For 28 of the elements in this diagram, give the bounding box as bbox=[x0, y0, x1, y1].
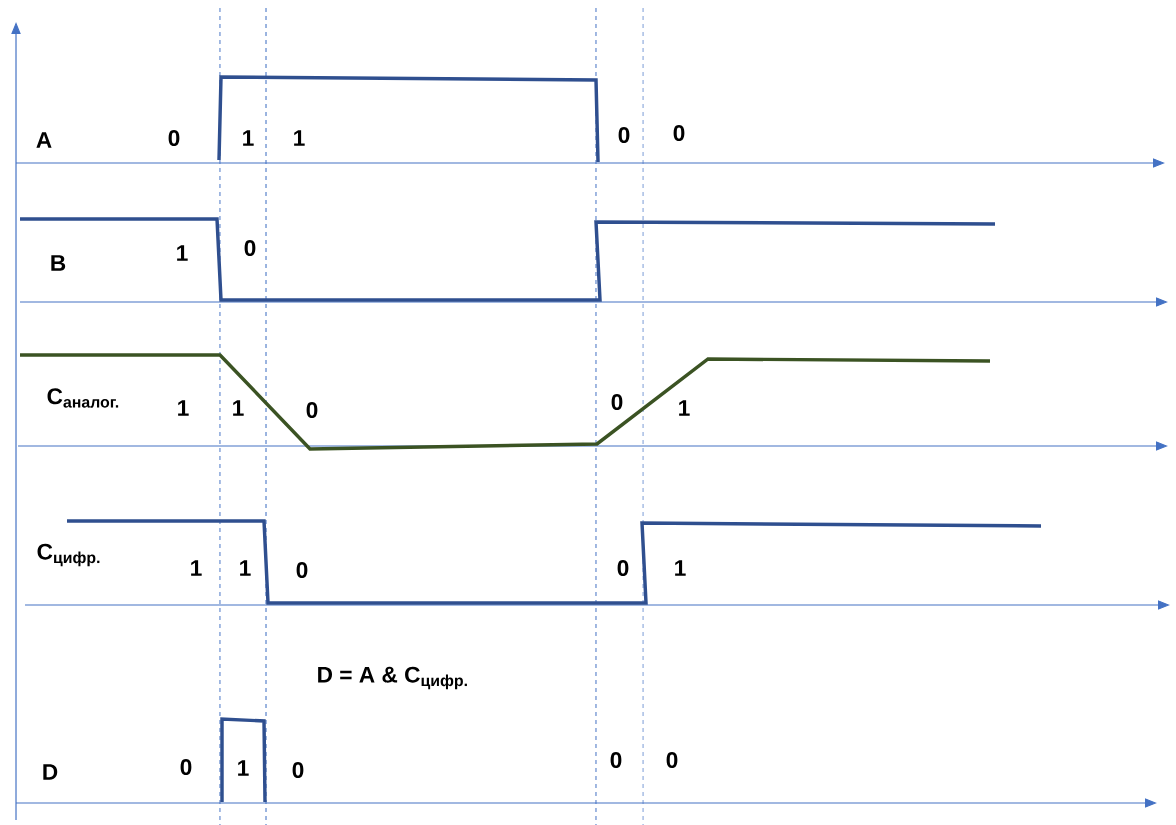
signal-label: 1 bbox=[679, 400, 690, 416]
signal-label: 0 bbox=[180, 758, 192, 776]
signal-label: 0 bbox=[306, 401, 318, 419]
signal-label: 1 bbox=[238, 760, 249, 776]
signal-label: 0 bbox=[244, 239, 256, 257]
signal-label: 1 bbox=[178, 400, 189, 416]
signal-label: 0 bbox=[617, 559, 629, 577]
signal-label: 1 bbox=[191, 560, 202, 576]
signal-label: 0 bbox=[168, 129, 180, 147]
signal-label: 0 bbox=[666, 751, 678, 769]
signal-label: B bbox=[51, 255, 66, 271]
signal-label: 0 bbox=[292, 761, 304, 779]
signal-label: C$_{цифр.}$ bbox=[37, 543, 100, 567]
formula-text: D = A & C$_{цифр.}$ bbox=[318, 666, 467, 690]
signal-label: 1 bbox=[294, 130, 305, 146]
signal-label: A bbox=[36, 132, 52, 148]
signal-label: 0 bbox=[611, 393, 623, 411]
signal-label: 1 bbox=[675, 560, 686, 576]
signal-label: 0 bbox=[610, 751, 622, 769]
signal-label: 1 bbox=[233, 400, 244, 416]
signal-label: 1 bbox=[177, 245, 188, 261]
signal-label: 1 bbox=[243, 130, 254, 146]
signal-label: D bbox=[43, 764, 58, 780]
signal-label: 1 bbox=[240, 560, 251, 576]
signal-label: 0 bbox=[618, 126, 630, 144]
signal-label: 0 bbox=[673, 124, 685, 142]
signal-label: 0 bbox=[296, 561, 308, 579]
signal-label: C$_{аналог.}$ bbox=[47, 388, 119, 408]
